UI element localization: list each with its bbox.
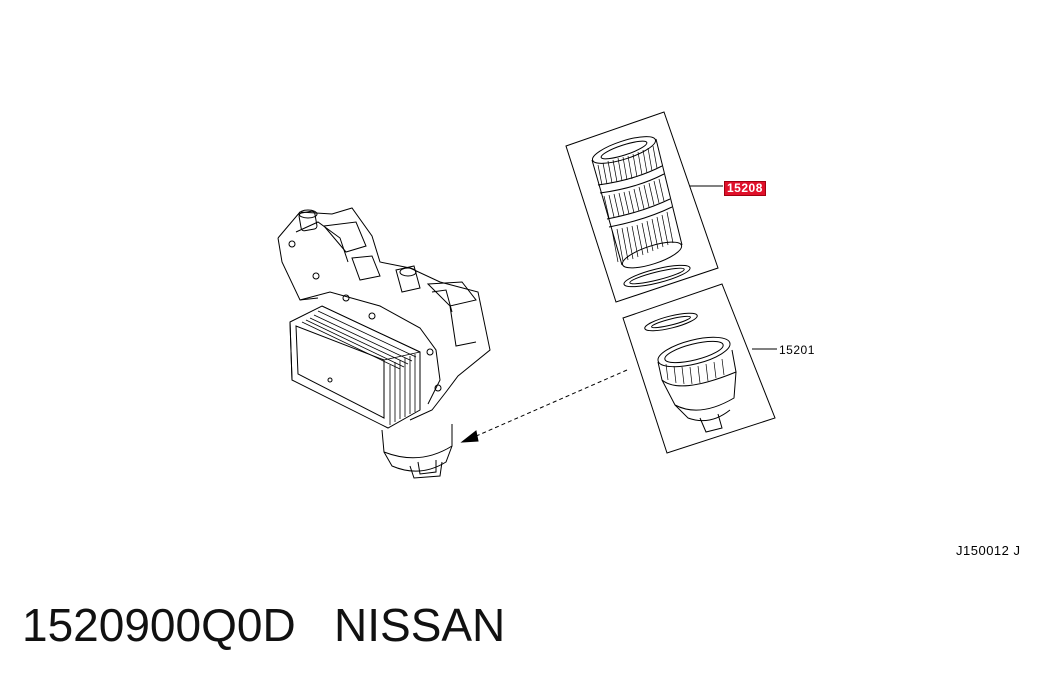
- filter-cap-drawing: [644, 312, 737, 433]
- filter-element-drawing: [591, 136, 691, 288]
- assembly-arrow: [460, 369, 628, 443]
- filter-element-inset: [565, 111, 723, 303]
- brand-name: NISSAN: [334, 599, 506, 651]
- filter-cap-inset: [622, 283, 777, 454]
- callout-15201[interactable]: 15201: [779, 343, 815, 357]
- oil-cooler-block: [289, 305, 421, 429]
- oil-cooler-housing-drawing: [277, 207, 491, 479]
- callout-15208-highlighted[interactable]: 15208: [724, 181, 766, 196]
- part-number: 1520900Q0D: [22, 599, 296, 651]
- part-caption: 1520900Q0D NISSAN: [22, 598, 505, 652]
- diagram-code: J150012 J: [956, 543, 1021, 558]
